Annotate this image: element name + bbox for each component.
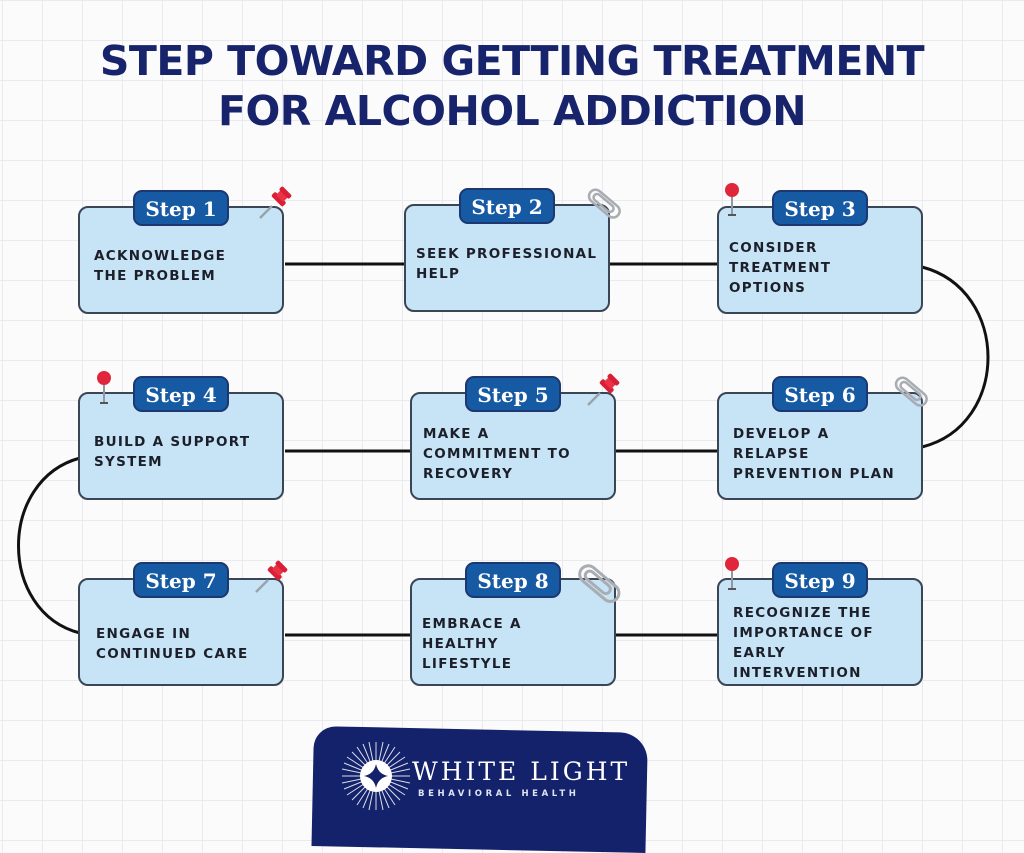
step-text-line: LIFESTYLE xyxy=(422,656,513,672)
step-text: EMBRACE A HEALTHY LIFESTYLE xyxy=(422,614,606,674)
step-badge: Step 4 xyxy=(133,376,229,412)
step-text: BUILD A SUPPORT SYSTEM xyxy=(94,432,274,472)
logo-subtitle: BEHAVIORAL HEALTH xyxy=(418,789,580,799)
step-card-8: Step 8 EMBRACE A HEALTHY LIFESTYLE xyxy=(410,562,616,686)
paperclip-icon xyxy=(894,376,928,407)
map-pin-icon xyxy=(725,183,739,216)
step-text-line: THE PROBLEM xyxy=(94,268,217,284)
step-card-9: Step 9 RECOGNIZE THE IMPORTANCE OF EARLY… xyxy=(717,562,923,686)
step-text-line: SYSTEM xyxy=(94,454,163,470)
step-text-line: PREVENTION PLAN xyxy=(733,466,895,482)
step-badge: Step 5 xyxy=(465,376,561,412)
step-text-line: SEEK PROFESSIONAL xyxy=(416,246,598,262)
step-text-line: HELP xyxy=(416,266,461,282)
step-text-line: BUILD A SUPPORT xyxy=(94,434,251,450)
page-title: STEP TOWARD GETTING TREATMENT FOR ALCOHO… xyxy=(0,36,1024,136)
logo-name: WHITE LIGHT xyxy=(412,757,631,786)
step-card-1: Step 1 ACKNOWLEDGE THE PROBLEM xyxy=(78,190,284,314)
step-text-line: RECOVERY xyxy=(423,466,514,482)
step-badge: Step 7 xyxy=(133,562,229,598)
step-text-line: CONTINUED CARE xyxy=(96,646,249,662)
step-card-7: Step 7 ENGAGE IN CONTINUED CARE xyxy=(78,562,284,686)
step-badge: Step 9 xyxy=(772,562,868,598)
step-text-line: RECOGNIZE THE xyxy=(733,605,872,621)
step-text-line: ACKNOWLEDGE xyxy=(94,248,227,264)
flow-connectors xyxy=(17,262,990,637)
step-text: DEVELOP A RELAPSE PREVENTION PLAN xyxy=(733,424,913,484)
step-badge: Step 6 xyxy=(772,376,868,412)
paperclip-icon xyxy=(587,188,621,219)
step-text-line: EMBRACE A xyxy=(422,616,522,632)
step-text: SEEK PROFESSIONAL HELP xyxy=(416,244,600,284)
map-pin-icon xyxy=(725,557,739,590)
step-text: CONSIDER TREATMENT OPTIONS xyxy=(729,238,913,298)
step-text-line: HEALTHY xyxy=(422,636,499,652)
title-line-1: STEP TOWARD GETTING TREATMENT xyxy=(99,37,925,85)
pushpin-icon xyxy=(255,560,288,593)
step-text: ACKNOWLEDGE THE PROBLEM xyxy=(94,246,274,286)
step-text-line: COMMITMENT TO xyxy=(423,446,571,462)
step-text-line: INTERVENTION xyxy=(733,665,862,681)
step-text-line: ENGAGE IN xyxy=(96,626,192,642)
starburst-icon xyxy=(341,741,411,811)
step-text-line: TREATMENT OPTIONS xyxy=(729,260,832,296)
step-card-5: Step 5 MAKE A COMMITMENT TO RECOVERY xyxy=(410,376,616,500)
step-card-6: Step 6 DEVELOP A RELAPSE PREVENTION PLAN xyxy=(717,376,923,500)
step-text: RECOGNIZE THE IMPORTANCE OF EARLY INTERV… xyxy=(733,603,913,683)
step-text-line: DEVELOP A xyxy=(733,426,830,442)
title-line-2: FOR ALCOHOL ADDICTION xyxy=(217,87,807,135)
step-badge: Step 8 xyxy=(465,562,561,598)
step-text: MAKE A COMMITMENT TO RECOVERY xyxy=(423,424,606,484)
step-badge: Step 3 xyxy=(772,190,868,226)
map-pin-icon xyxy=(97,371,111,404)
step-text-line: RELAPSE xyxy=(733,446,810,462)
step-badge: Step 1 xyxy=(133,190,229,226)
step-text-line: CONSIDER xyxy=(729,240,818,256)
step-text: ENGAGE IN CONTINUED CARE xyxy=(96,624,274,664)
pushpin-icon xyxy=(259,186,292,219)
paperclip-icon xyxy=(578,564,621,603)
step-card-3: Step 3 CONSIDER TREATMENT OPTIONS xyxy=(717,190,923,314)
step-badge: Step 2 xyxy=(459,188,555,224)
step-text-line: EARLY xyxy=(733,645,786,661)
step-card-2: Step 2 SEEK PROFESSIONAL HELP xyxy=(404,188,610,312)
step-card-4: Step 4 BUILD A SUPPORT SYSTEM xyxy=(78,376,284,500)
step-text-line: MAKE A xyxy=(423,426,490,442)
step-text-line: IMPORTANCE OF xyxy=(733,625,874,641)
pushpin-icon xyxy=(587,373,620,406)
